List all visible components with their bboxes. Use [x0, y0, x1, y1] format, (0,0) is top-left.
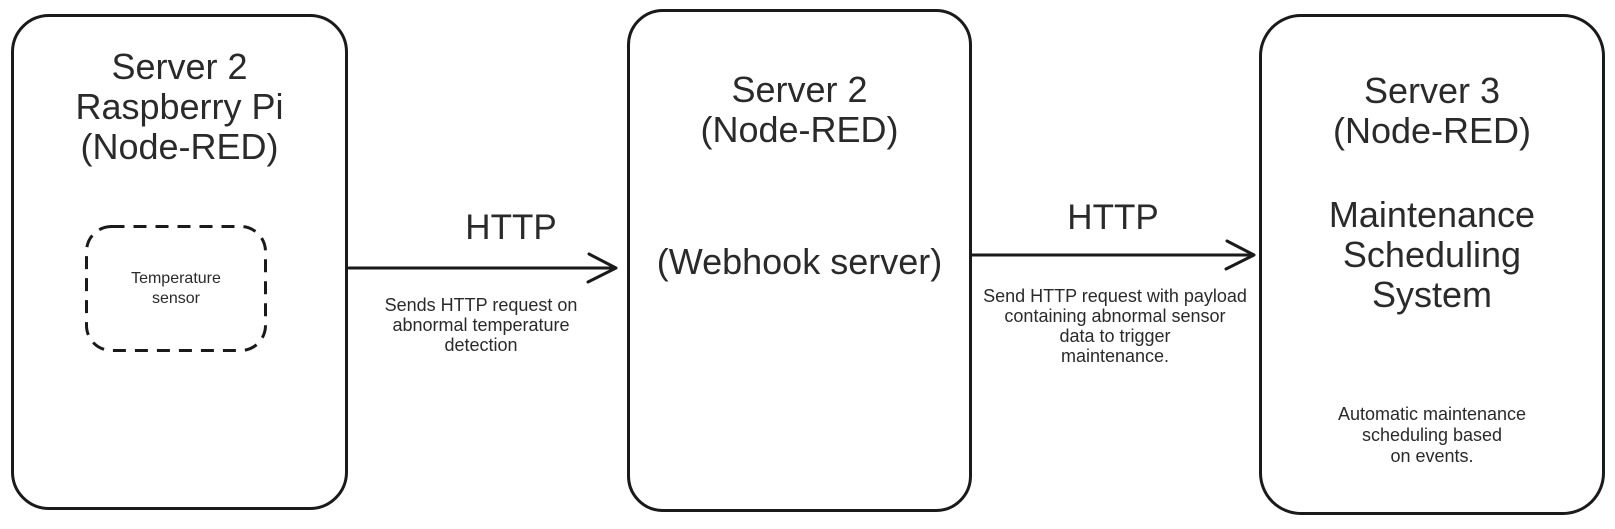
node-description: Automatic maintenance scheduling based o…: [1337, 404, 1527, 466]
node-title: Server 2 Raspberry Pi (Node-RED): [75, 46, 284, 167]
node-server2-webhook: Server 2 (Node-RED) (Webhook server): [627, 9, 972, 512]
arrowhead-icon: [1224, 239, 1256, 271]
node-subtitle: Maintenance Scheduling System: [1328, 194, 1536, 315]
node-subtitle: (Webhook server): [656, 241, 943, 282]
node-title: Server 2 (Node-RED): [700, 69, 899, 150]
node-server3-maintenance: Server 3 (Node-RED) Maintenance Scheduli…: [1259, 14, 1605, 515]
edge-description-1: Sends HTTP request on abnormal temperatu…: [384, 295, 578, 355]
arrowhead-icon: [586, 252, 618, 284]
edge-description-2: Send HTTP request with payload containin…: [983, 286, 1247, 366]
edge-label-http-1: HTTP: [465, 208, 557, 247]
node-server2-raspberry-pi: Server 2 Raspberry Pi (Node-RED) Tempera…: [11, 14, 348, 510]
arrow-raspberrypi-to-webhook: [347, 252, 618, 284]
dashed-border: [85, 225, 267, 352]
node-title: Server 3 (Node-RED): [1332, 70, 1532, 151]
edge-label-http-2: HTTP: [1067, 198, 1159, 237]
temperature-sensor-box: Temperature sensor: [85, 225, 267, 352]
arrow-webhook-to-maintenance: [970, 239, 1256, 271]
temperature-sensor-label: Temperature sensor: [131, 269, 221, 307]
